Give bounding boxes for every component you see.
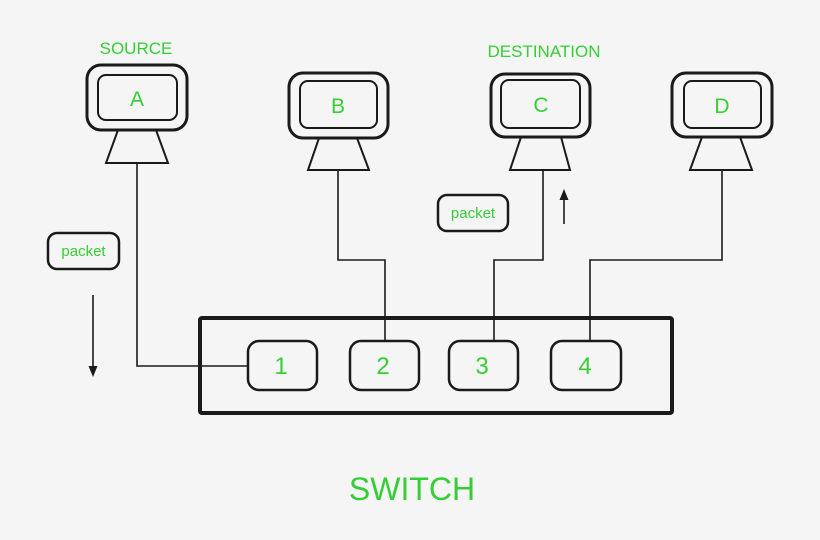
computer-d-screen <box>683 80 762 129</box>
computer-b-label: B <box>331 95 345 118</box>
cable-a-to-port1 <box>136 163 248 367</box>
computer-c-stand <box>508 136 572 171</box>
cable-d-to-port4 <box>589 170 723 341</box>
computer-b: B <box>287 71 390 171</box>
packet-source-group: packet <box>46 231 121 377</box>
computer-c-label: C <box>533 94 548 117</box>
switch-port-2-label: 2 <box>376 353 389 380</box>
packet-destination-label: packet <box>451 205 496 222</box>
packet-destination-box <box>436 193 510 233</box>
computer-c-screen <box>500 79 581 129</box>
packet-up-arrow-icon <box>559 189 569 200</box>
computer-a-label: A <box>130 88 144 111</box>
packet-source-label: packet <box>61 243 106 260</box>
switch-port-4 <box>549 339 623 392</box>
cable-b-to-port2 <box>337 170 386 341</box>
switch-title: SWITCH <box>349 471 475 507</box>
computer-d-label: D <box>714 95 729 118</box>
computer-a-screen <box>97 74 178 121</box>
computer-c: C <box>489 72 592 171</box>
switch-port-3-label: 3 <box>475 353 488 380</box>
computer-d: D <box>670 71 774 171</box>
destination-label: DESTINATION <box>487 42 600 61</box>
switch-port-4-label: 4 <box>578 353 591 380</box>
computer-a: A <box>85 63 189 164</box>
source-label: SOURCE <box>100 39 173 58</box>
computer-b-screen <box>299 80 378 129</box>
switch: 1 2 3 4 SWITCH <box>198 316 674 507</box>
computer-d-stand <box>688 136 754 171</box>
computer-b-stand <box>306 137 371 171</box>
switch-port-3 <box>447 339 520 392</box>
packet-down-arrow-icon <box>88 366 98 377</box>
packet-source-box <box>46 231 121 271</box>
switch-body <box>198 316 674 415</box>
packet-destination-group: packet <box>436 189 569 233</box>
switch-port-1-label: 1 <box>274 353 287 380</box>
switch-port-1 <box>246 339 319 392</box>
switch-port-2 <box>348 339 421 392</box>
computer-a-stand <box>104 129 170 164</box>
cable-c-to-port3 <box>493 170 544 341</box>
